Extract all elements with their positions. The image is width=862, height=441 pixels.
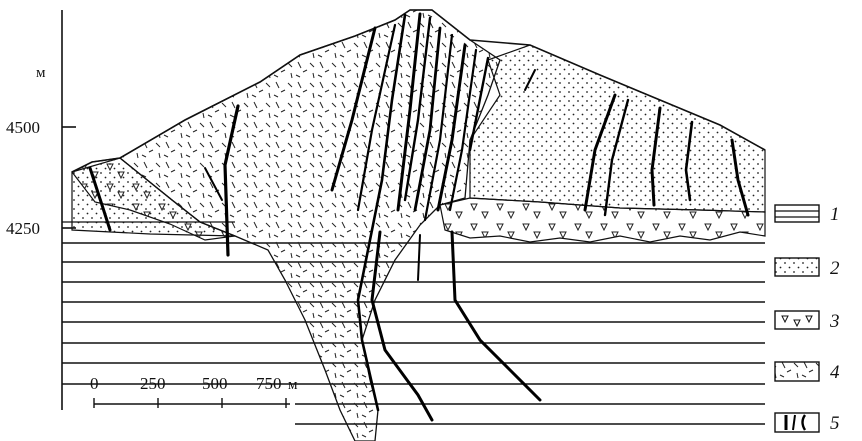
legend-item-3: 3 [775, 311, 840, 332]
scale-unit-label: м [288, 377, 298, 393]
legend-number-4: 4 [830, 362, 840, 383]
legend-number-5: 5 [830, 413, 840, 434]
elevation-unit-label: м [36, 65, 46, 81]
legend-item-1: 1 [775, 204, 840, 225]
tick-label-4250: 4250 [6, 219, 40, 238]
scale-bar: 0 250 500 750 м [90, 374, 298, 408]
legend-number-2: 2 [830, 258, 840, 279]
tick-label-4500: 4500 [6, 118, 40, 137]
legend-number-1: 1 [830, 204, 840, 225]
legend: 1 2 3 4 5 [775, 204, 840, 434]
legend-item-5: 5 [775, 413, 840, 434]
sand-cover-right [470, 45, 765, 212]
legend-number-3: 3 [829, 311, 840, 332]
scale-label-500: 500 [202, 374, 228, 393]
scale-label-0: 0 [90, 374, 99, 393]
basement-layers [62, 243, 765, 424]
legend-item-2: 2 [775, 258, 840, 279]
legend-item-4: 4 [775, 362, 840, 383]
scale-label-250: 250 [140, 374, 166, 393]
elevation-axis: м 4500 4250 [6, 10, 76, 410]
scale-label-750: 750 [256, 374, 282, 393]
